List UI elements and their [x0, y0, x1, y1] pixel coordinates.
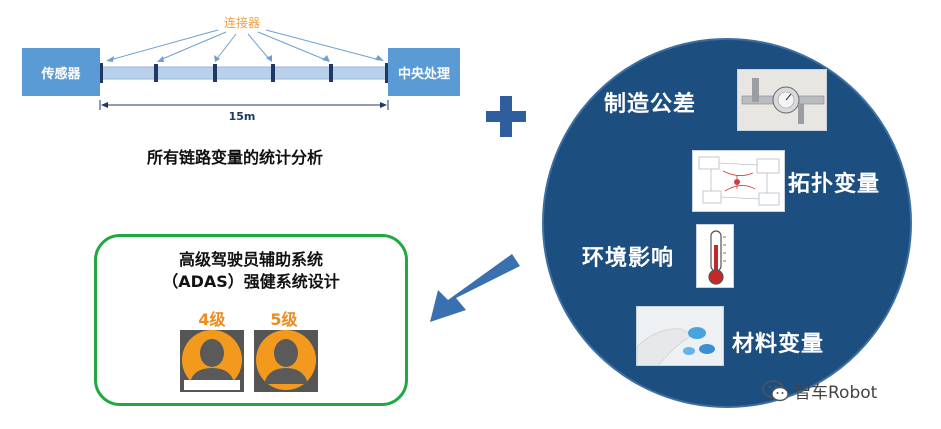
dimension-arrow-right [380, 102, 387, 108]
level5-person-icon [254, 330, 318, 392]
factors-circle [543, 39, 911, 407]
adas-title-line1: 高级驾驶员辅助系统 [178, 250, 323, 269]
schematic-photo [692, 150, 785, 212]
plus-icon [486, 96, 526, 137]
watermark-text: 智车Robot [794, 383, 878, 403]
callout-arrowheads [106, 55, 384, 62]
sensor-box: 传感器 [22, 48, 100, 96]
factors-circle-highlight [542, 38, 912, 408]
processor-box: 中央处理 [388, 48, 460, 96]
environment-impact-label: 环境影响 [582, 246, 675, 271]
topology-variable-label: 拓扑变量 [788, 172, 881, 197]
connector-marker [385, 63, 389, 83]
wechat-icon [762, 379, 789, 401]
connector-label: 连接器 [223, 16, 260, 30]
manufacturing-tolerance-label: 制造公差 [604, 92, 697, 117]
dimension-line [99, 100, 389, 110]
material-variable-label: 材料变量 [732, 332, 825, 357]
connector-markers [99, 63, 389, 83]
arrow-icon [430, 254, 520, 322]
cable-bar [99, 66, 389, 80]
connector-callouts [109, 29, 381, 61]
level4-person-icon [180, 330, 244, 392]
connector-marker [154, 64, 158, 82]
connector-marker [99, 63, 103, 83]
connector-marker [213, 64, 217, 82]
thermometer-icon [696, 224, 734, 288]
level4-label: 4级 [198, 310, 226, 329]
adas-box [94, 234, 408, 406]
watermark: 智车Robot [762, 378, 877, 403]
connector-marker [271, 64, 275, 82]
connector-marker [329, 64, 333, 82]
sensor-label: 传感器 [41, 66, 81, 82]
material-photo [636, 306, 724, 366]
analysis-title: 所有链路变量的统计分析 [146, 148, 323, 167]
caliper-photo [737, 69, 827, 131]
length-label: 15m [228, 110, 256, 123]
processor-label: 中央处理 [397, 66, 450, 82]
adas-title-line2: （ADAS）强健系统设计 [162, 272, 340, 291]
dimension-arrow-left [101, 102, 108, 108]
level5-label: 5级 [270, 310, 298, 329]
